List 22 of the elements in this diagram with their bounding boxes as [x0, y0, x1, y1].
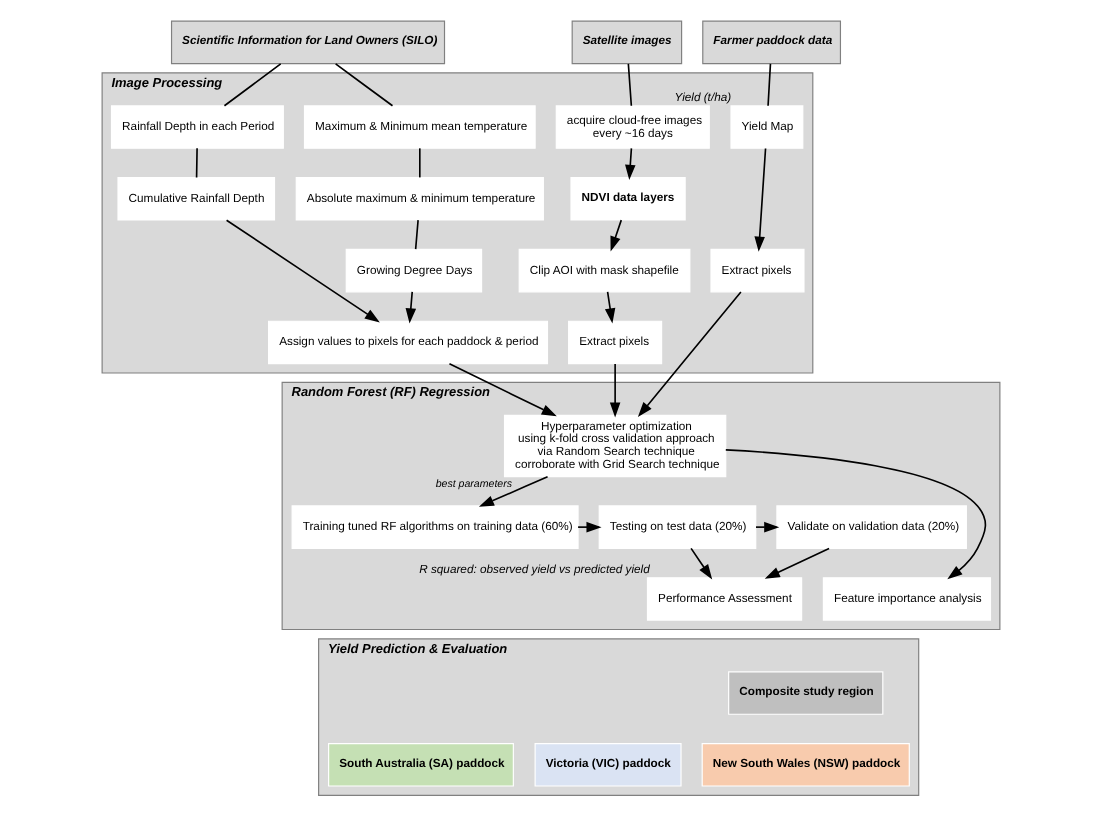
connector [333, 63, 393, 107]
connector [194, 147, 197, 179]
arrow [576, 521, 601, 533]
connector [413, 219, 418, 250]
arrow [404, 291, 416, 324]
arrow [689, 547, 712, 580]
connector [766, 63, 771, 107]
connector [222, 63, 281, 107]
arrow [603, 291, 615, 324]
arrow [754, 521, 779, 533]
arrow [753, 147, 766, 252]
connector [626, 63, 632, 107]
arrow [477, 475, 548, 507]
arrow [724, 449, 986, 580]
arrow [624, 147, 635, 180]
arrow [636, 291, 741, 418]
arrow [224, 219, 379, 323]
arrow [608, 363, 620, 418]
arrow [763, 547, 829, 579]
arrow [609, 219, 622, 252]
arrow [447, 363, 556, 417]
connector [418, 147, 420, 179]
